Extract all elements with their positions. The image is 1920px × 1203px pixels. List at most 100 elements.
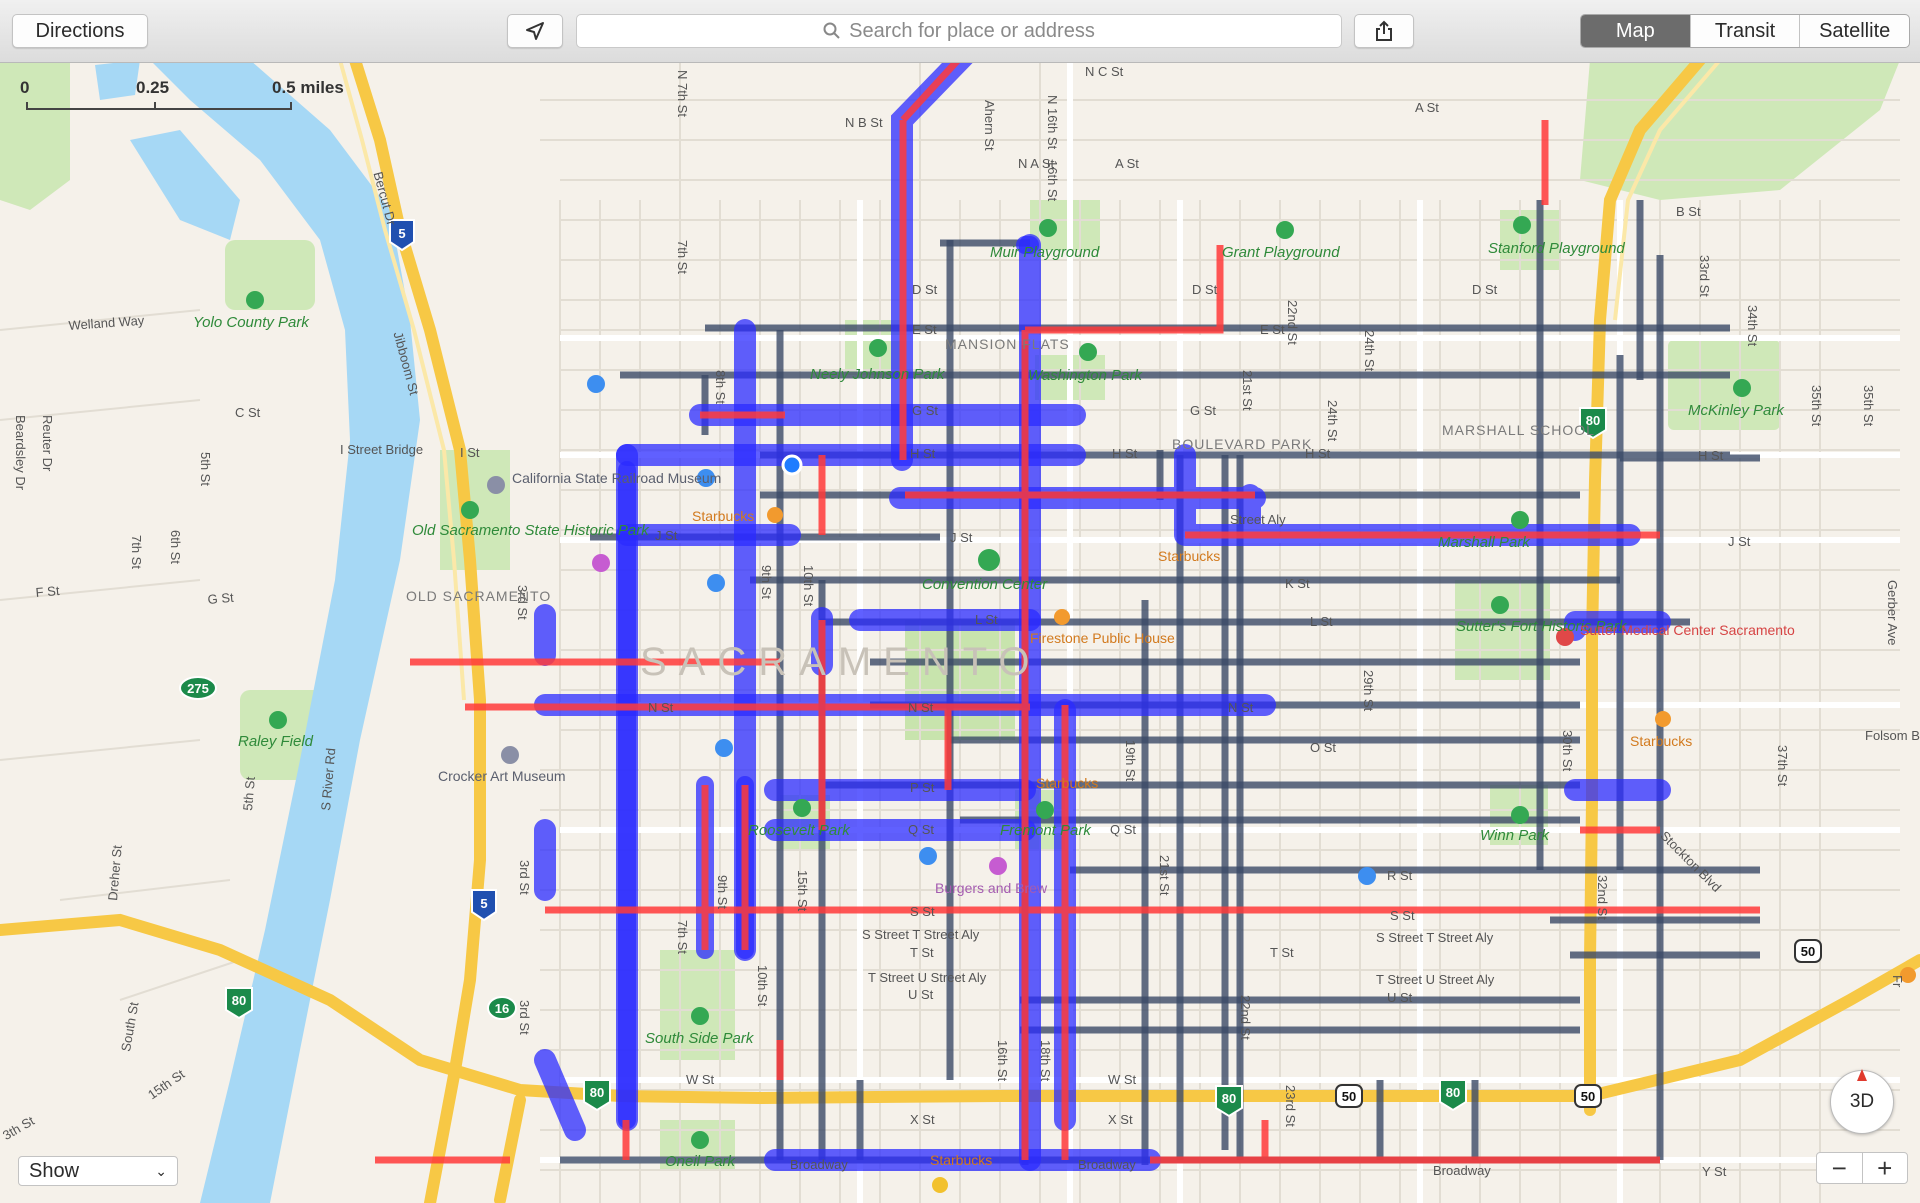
street-label: 3rd St (517, 860, 532, 895)
place-label: Washington Park (1028, 367, 1142, 384)
street-label: 6th St (168, 530, 183, 564)
directions-button[interactable]: Directions (12, 14, 148, 48)
street-label: 19th St (1123, 740, 1138, 782)
place-label: Muir Playground (990, 244, 1100, 261)
shield-label: 80 (232, 993, 246, 1008)
street-label: H St (1305, 446, 1331, 461)
tree-icon (691, 1131, 709, 1149)
tree-icon (461, 501, 479, 519)
tab-transit[interactable]: Transit (1689, 15, 1800, 47)
tree-icon (1036, 801, 1054, 819)
street-label: G St (207, 589, 235, 607)
scale-label: 0 (20, 78, 30, 97)
coffee-icon (767, 507, 783, 523)
street-label: 16th St (995, 1040, 1010, 1082)
place-label: McKinley Park (1688, 402, 1784, 419)
district-label: SACRAMENTO (640, 640, 1042, 684)
street-label: 21st St (1240, 370, 1255, 411)
shield-i80-d: 80 (1439, 1079, 1467, 1112)
share-button[interactable] (1354, 14, 1414, 48)
search-input[interactable]: Search for place or address (576, 14, 1342, 48)
place-label: Old Sacramento State Historic Park (412, 522, 649, 539)
street-label: T Street U Street Aly (1376, 972, 1495, 987)
street-label: 10th St (801, 565, 816, 607)
zoom-in-button[interactable]: + (1877, 1152, 1893, 1183)
place-label: Starbucks (692, 508, 755, 524)
street-label: G St (1190, 403, 1217, 418)
place-label: Neely Johnson Park (810, 366, 945, 383)
tree-icon (1733, 379, 1751, 397)
shield-label: 80 (1446, 1085, 1460, 1100)
tree-icon (1491, 596, 1509, 614)
current-location-dot[interactable] (781, 454, 803, 476)
zoom-control: − + (1816, 1152, 1908, 1184)
street-label: 18th St (1038, 1040, 1053, 1082)
shield-i5-south: 5 (471, 889, 497, 922)
shield-label: 50 (1581, 1089, 1595, 1104)
3d-compass-button[interactable]: 3D (1830, 1069, 1894, 1134)
street-label: 7th St (675, 240, 690, 274)
tree-icon (246, 291, 264, 309)
street-label: K St (1285, 576, 1310, 591)
street-label: 32nd St (1595, 875, 1610, 920)
street-label: 33rd St (1697, 255, 1712, 297)
street-label: B St (1676, 204, 1701, 219)
share-icon (1376, 20, 1392, 41)
tree-icon (793, 799, 811, 817)
shield-i80-b: 80 (583, 1079, 611, 1112)
location-arrow-icon (526, 22, 544, 40)
street-label: L St (975, 612, 998, 627)
tab-satellite[interactable]: Satellite (1799, 15, 1909, 47)
street-label: D St (1192, 282, 1218, 297)
district-label: BOULEVARD PARK (1172, 436, 1313, 452)
street-label: Broadway (1433, 1163, 1491, 1178)
street-label: S St (1390, 908, 1415, 923)
place-label: Winn Park (1480, 827, 1550, 844)
street-label: 5th St (198, 452, 213, 486)
shield-us50-a: 50 (1335, 1084, 1363, 1108)
street-label: 35th St (1861, 385, 1876, 427)
tab-map[interactable]: Map (1581, 15, 1690, 47)
street-label: N C St (1085, 64, 1124, 79)
tree-icon (269, 711, 287, 729)
street-label: F St (35, 582, 61, 600)
scale-label: 0.5 miles (272, 78, 344, 97)
street-label: Q St (908, 822, 935, 837)
street-label: U St (908, 987, 934, 1002)
chevron-down-icon: ⌄ (155, 1162, 167, 1179)
street-label: U St (1387, 990, 1413, 1005)
place-label: Yolo County Park (193, 314, 309, 331)
shield-sr16: 16 (487, 996, 517, 1020)
street-label: H St (910, 446, 936, 461)
street-label: I St (460, 445, 480, 460)
tree-icon (1276, 221, 1294, 239)
place-label: Starbucks (1630, 733, 1693, 749)
zoom-out-button[interactable]: − (1817, 1153, 1863, 1183)
street-label: T Street U Street Aly (868, 970, 987, 985)
show-dropdown[interactable]: Show ⌄ (18, 1156, 178, 1186)
shield-label: 5 (480, 896, 487, 911)
street-label: G St (912, 403, 939, 418)
current-location-button[interactable] (507, 14, 563, 48)
street-label: 7th St (675, 920, 690, 954)
museum-icon (501, 746, 519, 764)
shield-label: 275 (187, 681, 209, 696)
attraction-icon (592, 554, 610, 572)
street-label: 8th St (713, 370, 728, 404)
place-label: Marshall Park (1438, 534, 1530, 551)
street-label: I Street Bridge (340, 442, 424, 457)
shield-label: 80 (590, 1085, 604, 1100)
street-label: 16th St (1045, 160, 1060, 202)
3d-label: 3D (1849, 1091, 1875, 1112)
shield-label: 50 (1801, 944, 1815, 959)
river (95, 60, 420, 1203)
street-label: N A St (1018, 156, 1055, 171)
street-label: X St (1108, 1112, 1133, 1127)
tree-icon (869, 339, 887, 357)
street-label: A St (1415, 100, 1439, 115)
scale-label: 0.25 (136, 78, 170, 97)
street-label: 21st St (1157, 855, 1172, 896)
transit-icon (587, 375, 605, 393)
park-icons (246, 216, 1751, 1149)
